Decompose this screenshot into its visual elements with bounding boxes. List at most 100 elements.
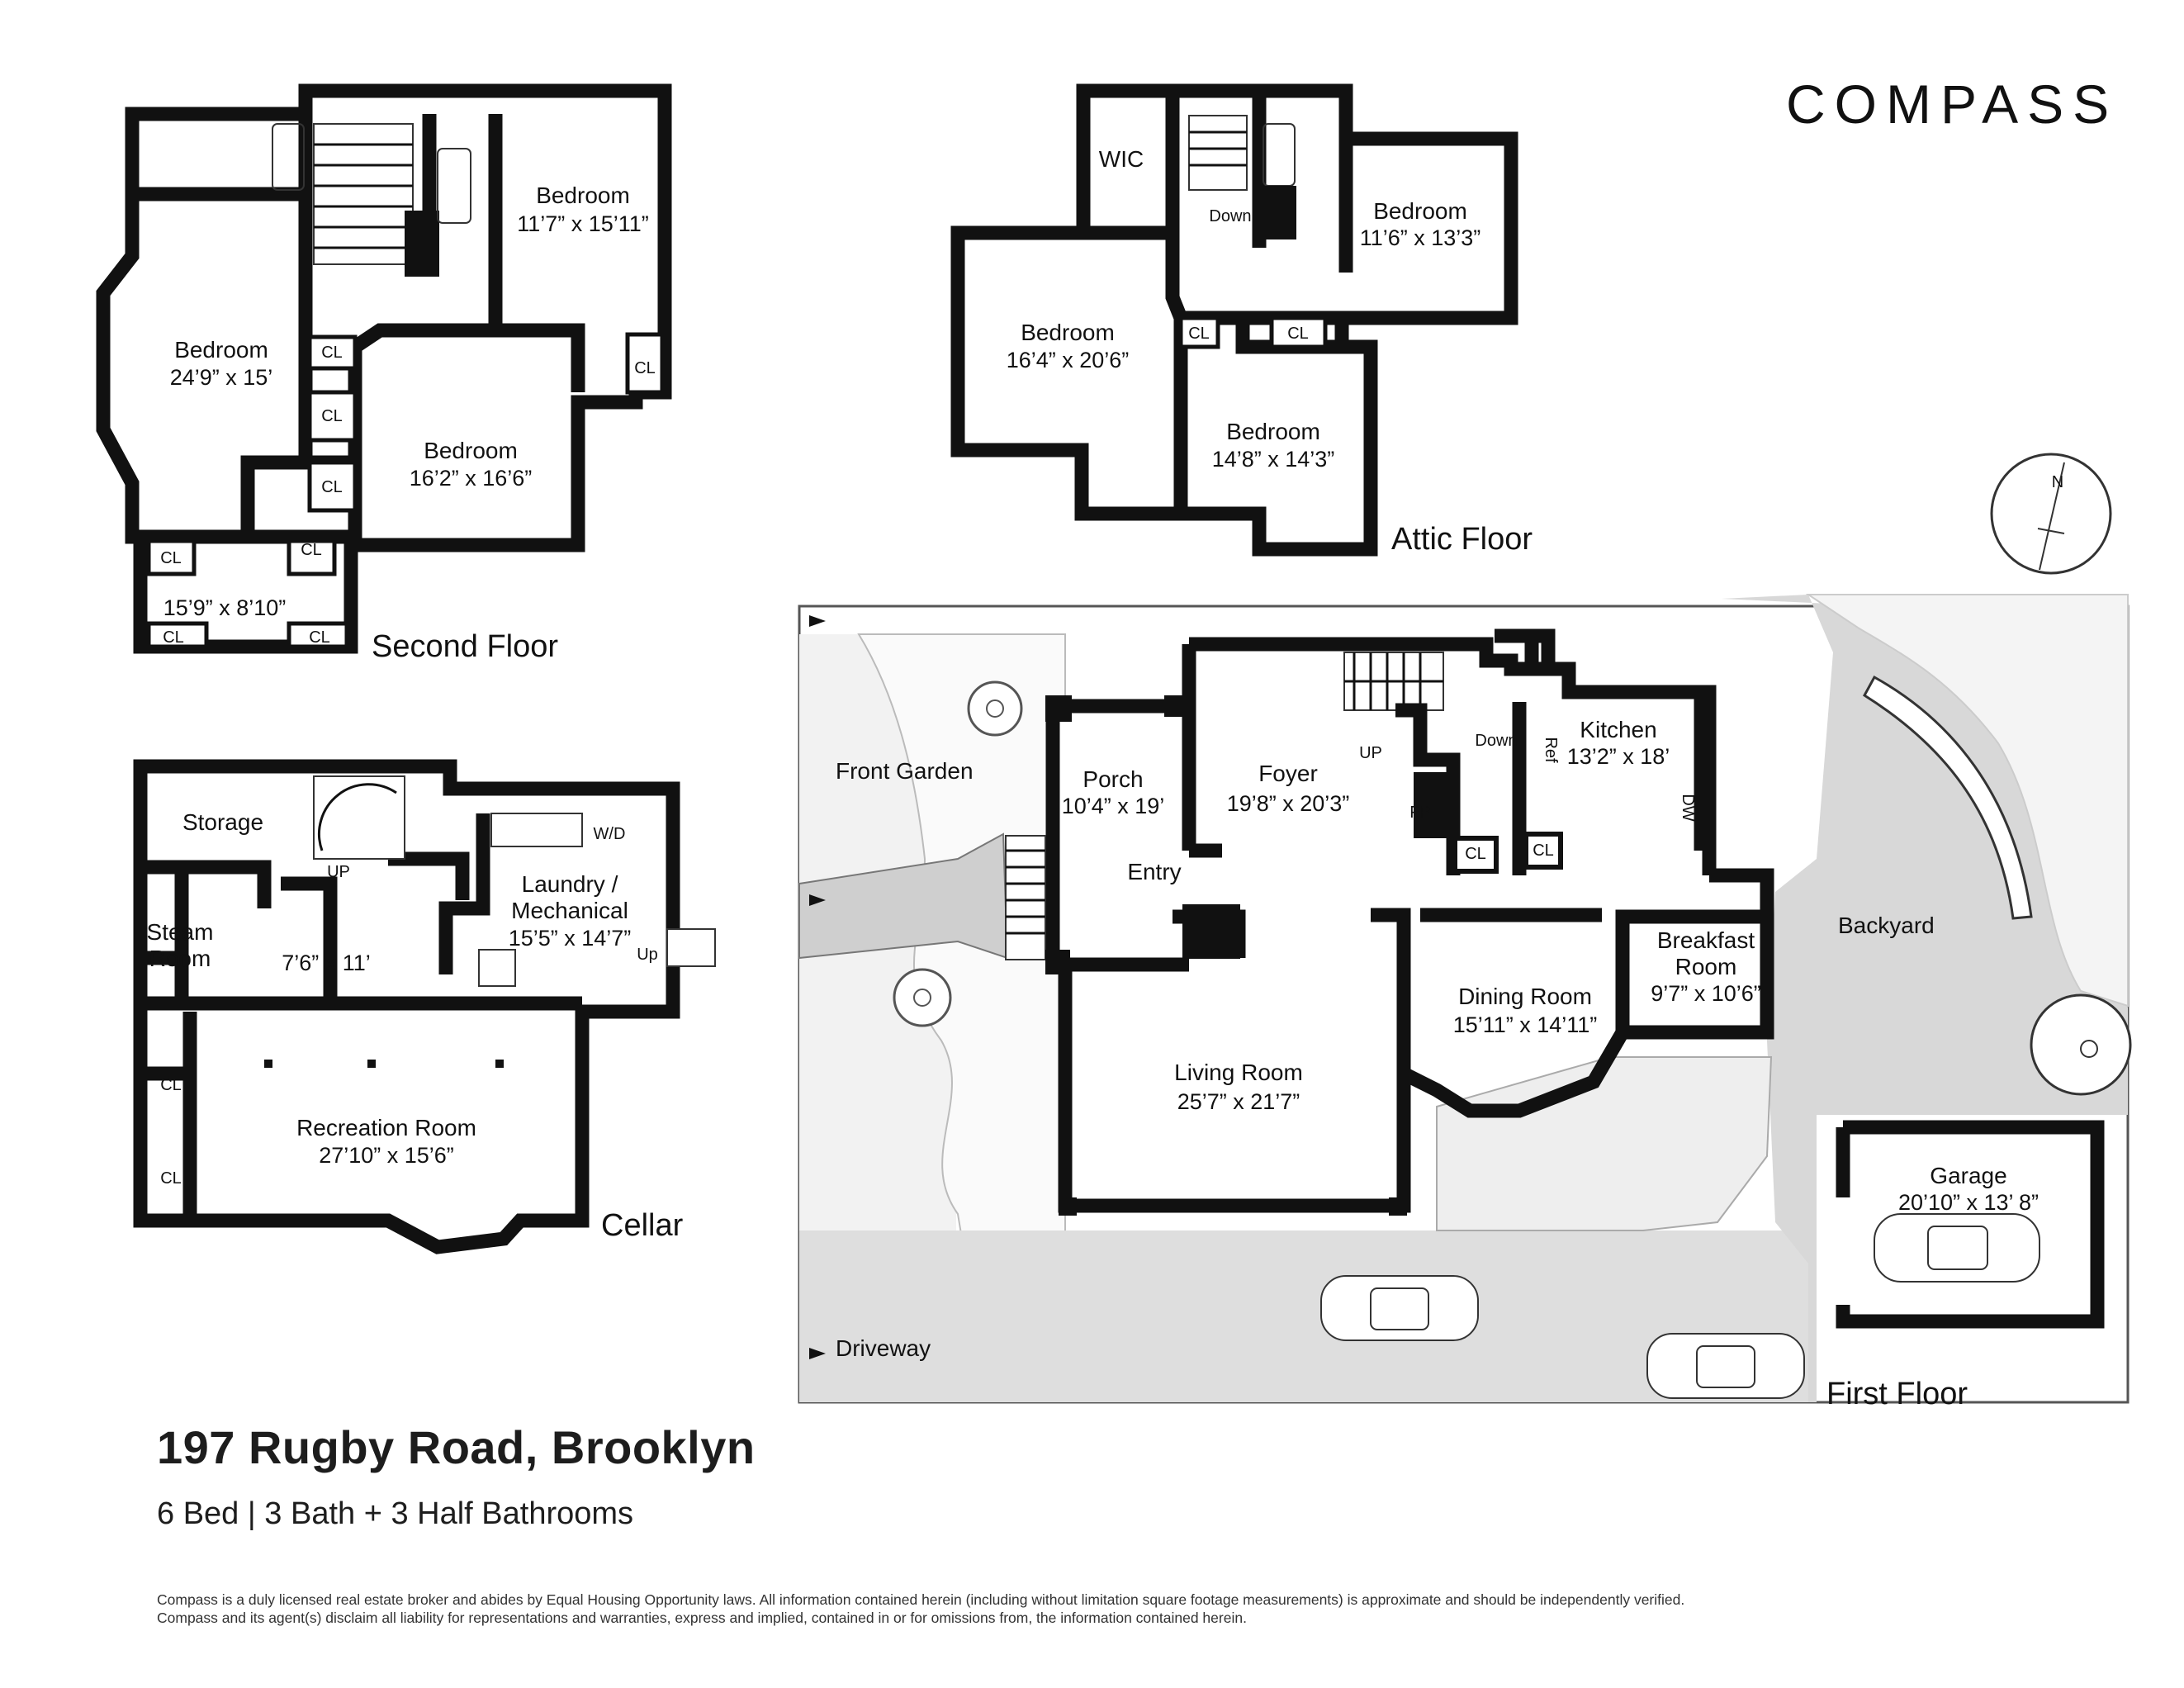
garage-label: Garage <box>1930 1163 2006 1188</box>
bedroom-ne-dim: 11’6” x 13’3” <box>1360 225 1481 250</box>
closet <box>307 460 358 513</box>
front-steps <box>1005 835 1046 960</box>
main-stair <box>1343 652 1444 711</box>
property-address: 197 Rugby Road, Brooklyn <box>157 1421 756 1473</box>
column <box>367 1060 376 1068</box>
backyard-lawn <box>1805 594 2129 1008</box>
wic-label: WIC <box>1099 146 1144 172</box>
closet-label: CL <box>160 1076 182 1094</box>
cellar-label: Cellar <box>601 1208 684 1243</box>
second-floor-label: Second Floor <box>372 629 558 664</box>
closet <box>146 621 209 649</box>
attic-floor-plan: WIC Down Bedroom 11’6” x 13’3” Bedroom 1… <box>950 83 1533 557</box>
stair <box>1188 115 1248 191</box>
stair-up-label: Up <box>637 946 658 964</box>
porch-corner-post <box>1045 950 1070 974</box>
closet <box>1269 315 1328 349</box>
driveway-label: Driveway <box>836 1335 931 1361</box>
foyer-dim: 19’8” x 20’3” <box>1227 791 1350 816</box>
bedroom-ne-label: Bedroom <box>536 183 630 208</box>
bedroom-s-dim: 14’8” x 14’3” <box>1212 447 1335 472</box>
steam-room-label-line1: Steam <box>147 919 214 945</box>
closet <box>1178 315 1220 349</box>
backyard-curved-wall <box>1863 675 2033 920</box>
compass-circle <box>1990 453 2112 575</box>
closet-label: CL <box>163 628 184 647</box>
sunroom-dim: 15’9” x 8’10” <box>163 595 287 620</box>
kitchen-label: Kitchen <box>1580 717 1656 742</box>
closet <box>146 538 197 576</box>
stair-down-label: Down <box>1209 207 1251 225</box>
closet <box>287 621 349 649</box>
stair-down-label: Down <box>1475 732 1517 750</box>
recreation-room-label: Recreation Room <box>296 1115 476 1140</box>
driveway-area <box>799 1230 1808 1402</box>
washer-dryer-icon <box>490 813 583 847</box>
column <box>495 1060 504 1068</box>
hall-dim: 7’6” x 11’ <box>282 951 371 975</box>
bedroom-se-label: Bedroom <box>424 438 518 463</box>
cellar-interior-wall <box>140 813 582 1214</box>
car-icon <box>1646 1333 1805 1399</box>
laundry-label-line1: Laundry / <box>522 871 618 897</box>
compass-needle <box>2039 462 2065 571</box>
arrow-icon <box>809 615 826 627</box>
closet-label: CL <box>321 478 343 496</box>
spiral-stair-curve <box>318 783 397 851</box>
second-floor-interior-wall <box>132 114 585 545</box>
closet-label: CL <box>634 359 656 377</box>
closet <box>1523 832 1563 870</box>
bedroom-w-dim: 16’4” x 20’6” <box>1007 348 1130 372</box>
cellar-plan: Storage Steam Room UP Up W/D Laundry / M… <box>133 759 716 1254</box>
disclaimer-line1: Compass is a duly licensed real estate b… <box>157 1591 1685 1608</box>
side-yard <box>1436 1056 1773 1231</box>
mechanical-unit <box>478 949 516 987</box>
car-icon <box>1320 1275 1479 1341</box>
bedroom-s-label: Bedroom <box>1226 419 1320 444</box>
second-floor-plan: Bedroom 24’9” x 15’ Bedroom 11’7” x 15’1… <box>96 83 672 664</box>
bedroom-ne-dim: 11’7” x 15’11” <box>517 211 649 236</box>
porch-corner-post <box>1164 695 1186 717</box>
arrow-icon <box>809 1348 826 1359</box>
bedroom-large-dim: 24’9” x 15’ <box>170 365 273 390</box>
closet-label: CL <box>309 628 330 647</box>
compass-logo: COMPASS <box>1786 73 2119 135</box>
backyard-label: Backyard <box>1838 913 1935 938</box>
tree-icon <box>967 680 1023 737</box>
closet <box>287 538 337 576</box>
compass-tick <box>2037 528 2065 534</box>
bedroom-se-dim: 16’2” x 16’6” <box>410 466 533 491</box>
cellar-outer-wall <box>133 759 680 1254</box>
living-corner-post <box>1059 1197 1077 1216</box>
attic-floor-label: Attic Floor <box>1391 522 1533 557</box>
fireplace-label: FP <box>1409 804 1431 822</box>
closet <box>307 334 358 371</box>
patio-feature <box>2080 1040 2098 1058</box>
bedroom-w-label: Bedroom <box>1021 320 1115 345</box>
disclaimer: Compass is a duly licensed real estate b… <box>157 1591 2056 1627</box>
dishwasher-label: DW <box>1679 794 1697 821</box>
porch-dim: 10’4” x 19’ <box>1062 794 1165 818</box>
house-outer-wall <box>1057 628 1774 1213</box>
garage-dim: 20’10” x 13’ 8” <box>1898 1190 2039 1215</box>
tree-icon <box>893 968 952 1027</box>
closet <box>625 332 665 395</box>
storage-label: Storage <box>182 809 263 835</box>
closet-label: CL <box>1287 325 1309 343</box>
front-garden-label: Front Garden <box>836 758 974 784</box>
porch-corner-post <box>1045 695 1072 722</box>
column <box>264 1060 272 1068</box>
first-floor-label: First Floor <box>1826 1377 1968 1411</box>
breakfast-room-label-line2: Room <box>1675 954 1737 979</box>
porch-outline <box>1049 702 1177 958</box>
closet-label: CL <box>160 1169 182 1188</box>
porch-label: Porch <box>1083 766 1143 792</box>
bathtub-icon <box>1263 123 1296 187</box>
closet-label: CL <box>1188 325 1210 343</box>
property-summary: 6 Bed | 3 Bath + 3 Half Bathrooms <box>157 1496 634 1531</box>
closet-label: CL <box>160 549 182 567</box>
tree-icon <box>913 989 931 1007</box>
cellar-steps <box>666 928 716 967</box>
dining-room-label: Dining Room <box>1458 984 1592 1009</box>
closet-label: CL <box>1465 845 1486 863</box>
